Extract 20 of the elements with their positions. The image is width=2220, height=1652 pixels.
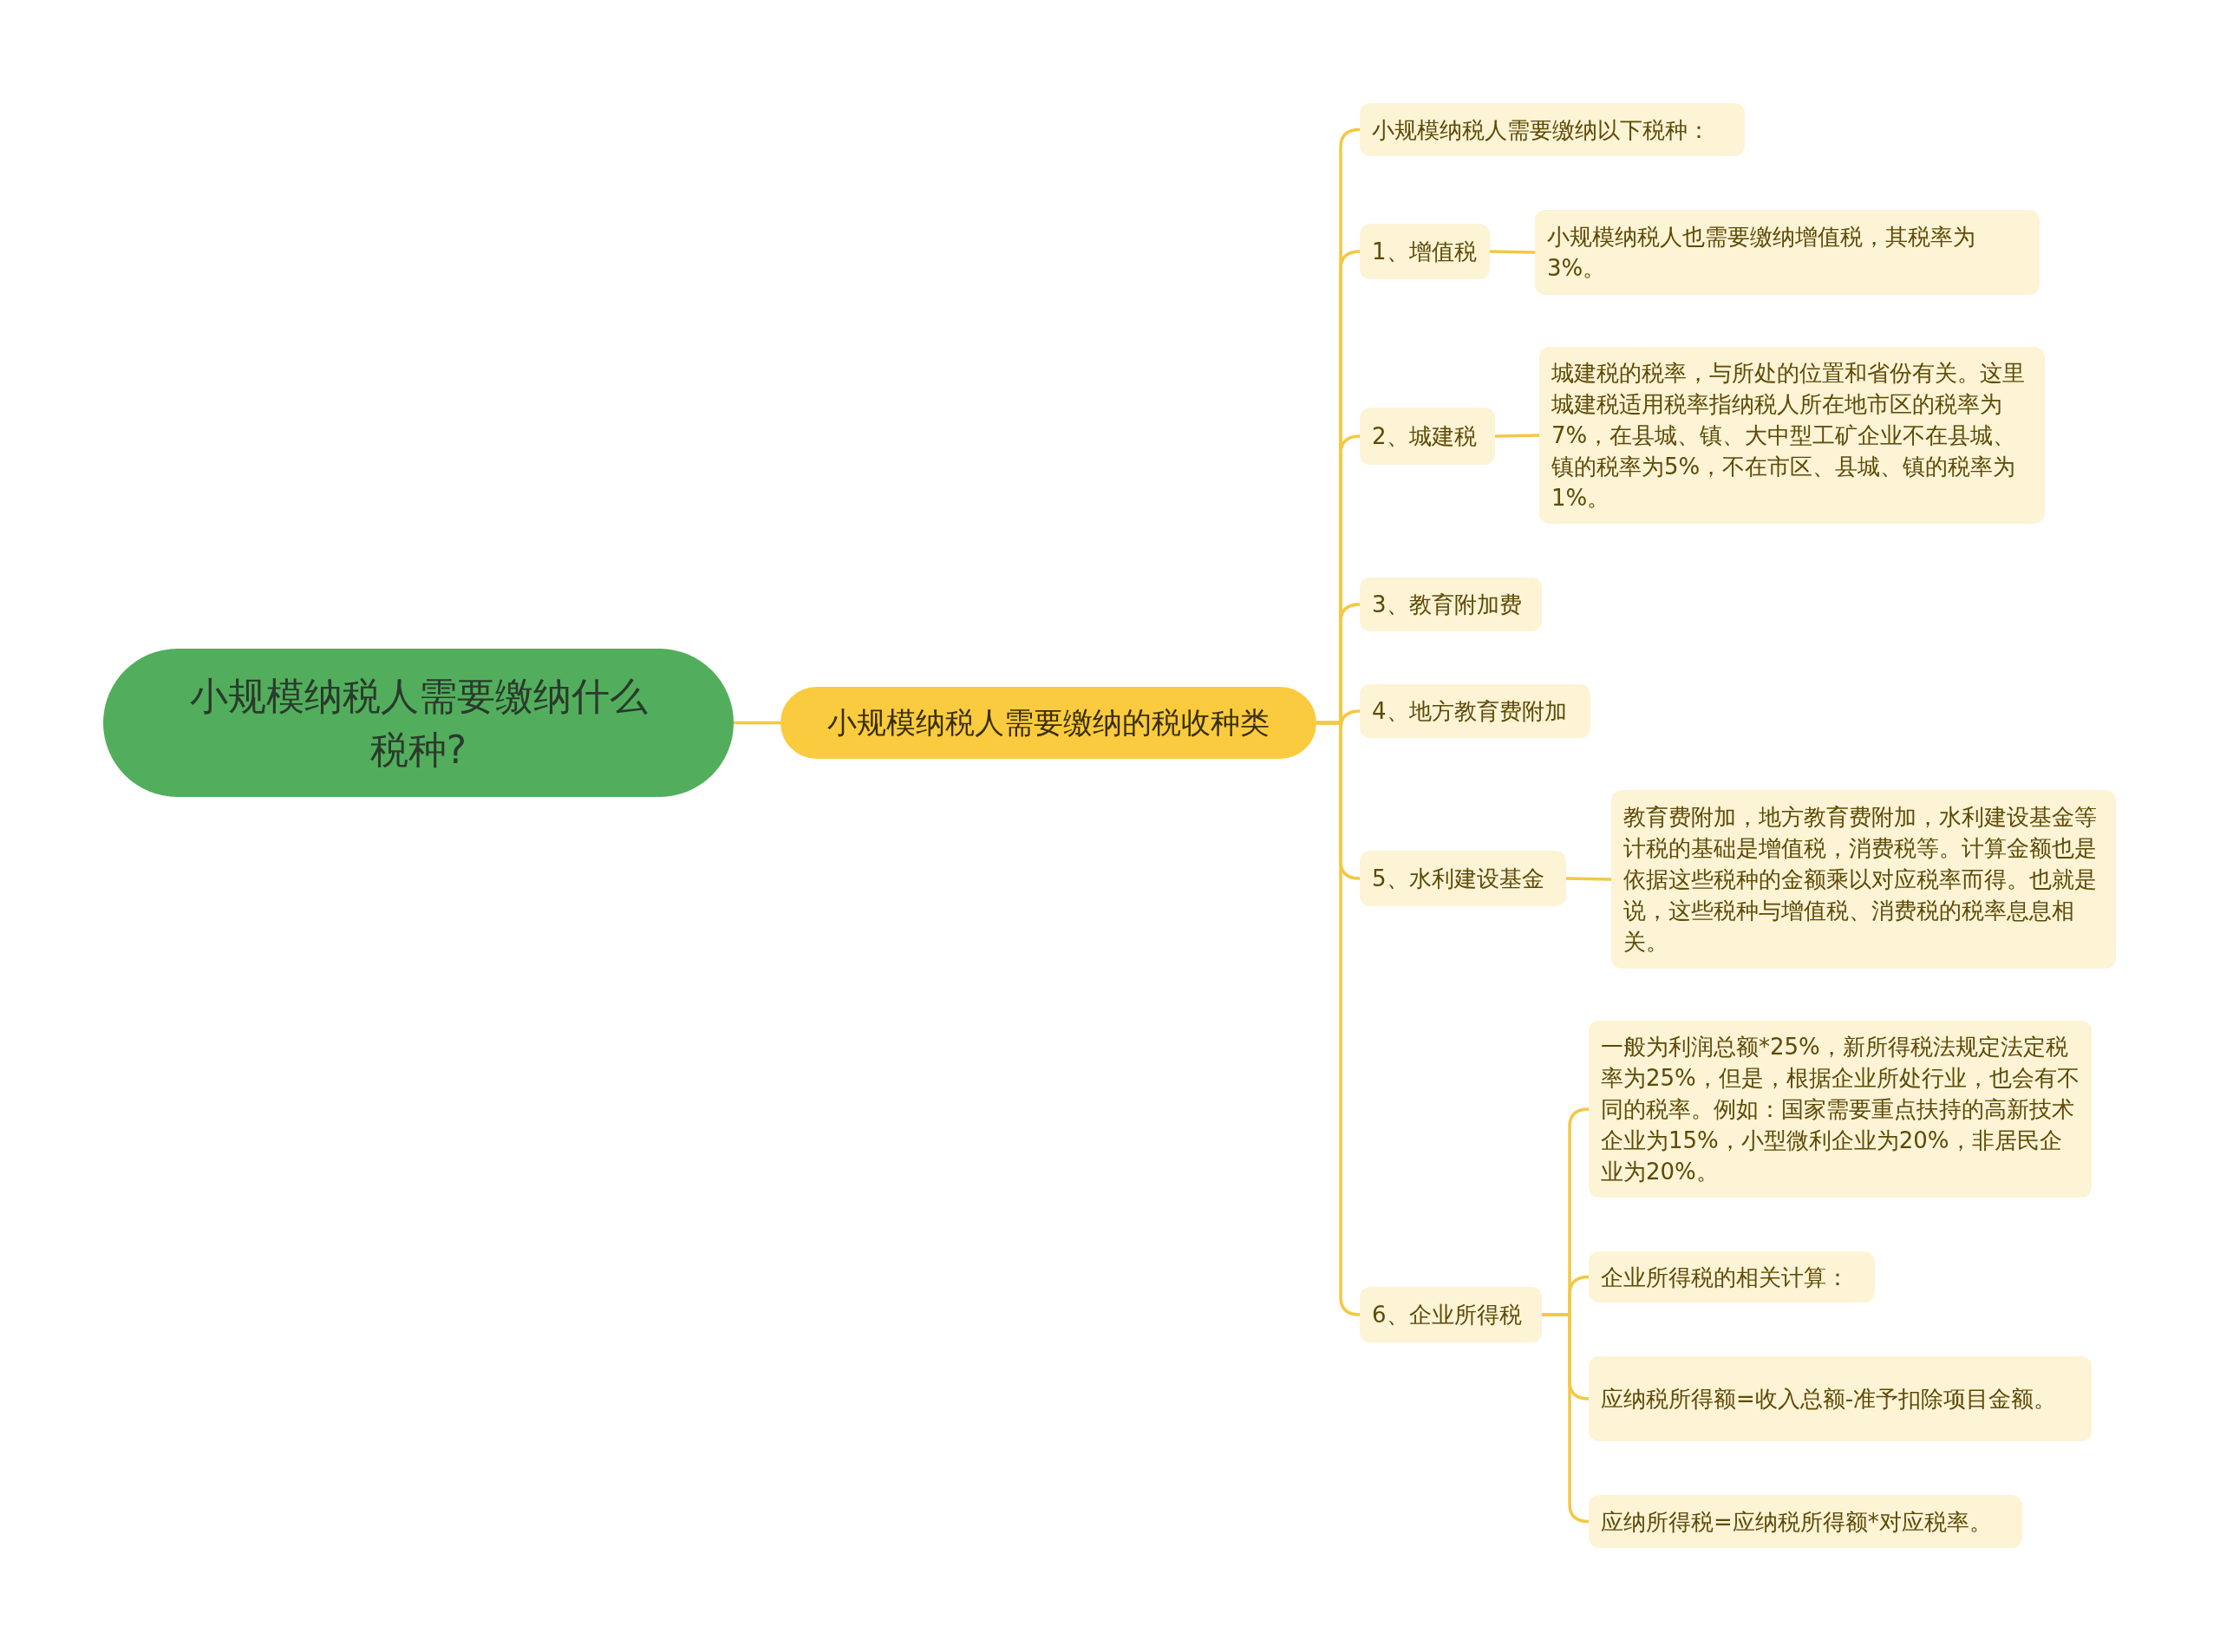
topic-box: 4、地方教育费附加 xyxy=(1360,684,1590,738)
topic-box: 6、企业所得税 xyxy=(1360,1287,1542,1342)
topic-box: 城建税的税率，与所处的位置和省份有关。这里城建税适用税率指纳税人所在地市区的税率为7%，在县城、镇、大中型工矿企业不在县城、镇的税率为5%，不在市区、县城、镇的税率为1%。 xyxy=(1539,347,2045,524)
central-topic: 小规模纳税人需要缴纳什么税种? xyxy=(103,649,734,797)
connector-line xyxy=(1565,877,1612,881)
connector-line xyxy=(1494,434,1540,438)
topic-box: 企业所得税的相关计算： xyxy=(1589,1251,1875,1303)
topic-box: 3、教育附加费 xyxy=(1360,578,1542,631)
topic-box: 一般为利润总额*25%，新所得税法规定法定税率为25%，但是，根据企业所处行业，也会有不同的税率。例如：国家需要重点扶持的高新技术企业为15%，小型微利企业为20%，非居民企业为20%。 xyxy=(1589,1021,2092,1198)
connector-line xyxy=(1489,250,1536,254)
topic-box: 1、增值税 xyxy=(1360,224,1490,279)
topic-box: 小规模纳税人需要缴纳以下税种： xyxy=(1360,103,1745,156)
connector-line xyxy=(734,721,780,725)
topic-box: 应纳所得税=应纳税所得额*对应税率。 xyxy=(1589,1495,2022,1548)
topic-box: 小规模纳税人也需要缴纳增值税，其税率为3%。 xyxy=(1535,210,2040,295)
topic-box: 2、城建税 xyxy=(1360,408,1495,465)
topic-box: 应纳税所得额=收入总额-准予扣除项目金额。 xyxy=(1589,1356,2092,1441)
topic-box: 5、水利建设基金 xyxy=(1360,851,1566,906)
branch-topic: 小规模纳税人需要缴纳的税收种类 xyxy=(780,687,1316,759)
topic-box: 教育费附加，地方教育费附加，水利建设基金等计税的基础是增值税，消费税等。计算金额也是依据这些税种的金额乘以对应税率而得。也就是说，这些税种与增值税、消费税的税率息息相关。 xyxy=(1611,790,2116,969)
